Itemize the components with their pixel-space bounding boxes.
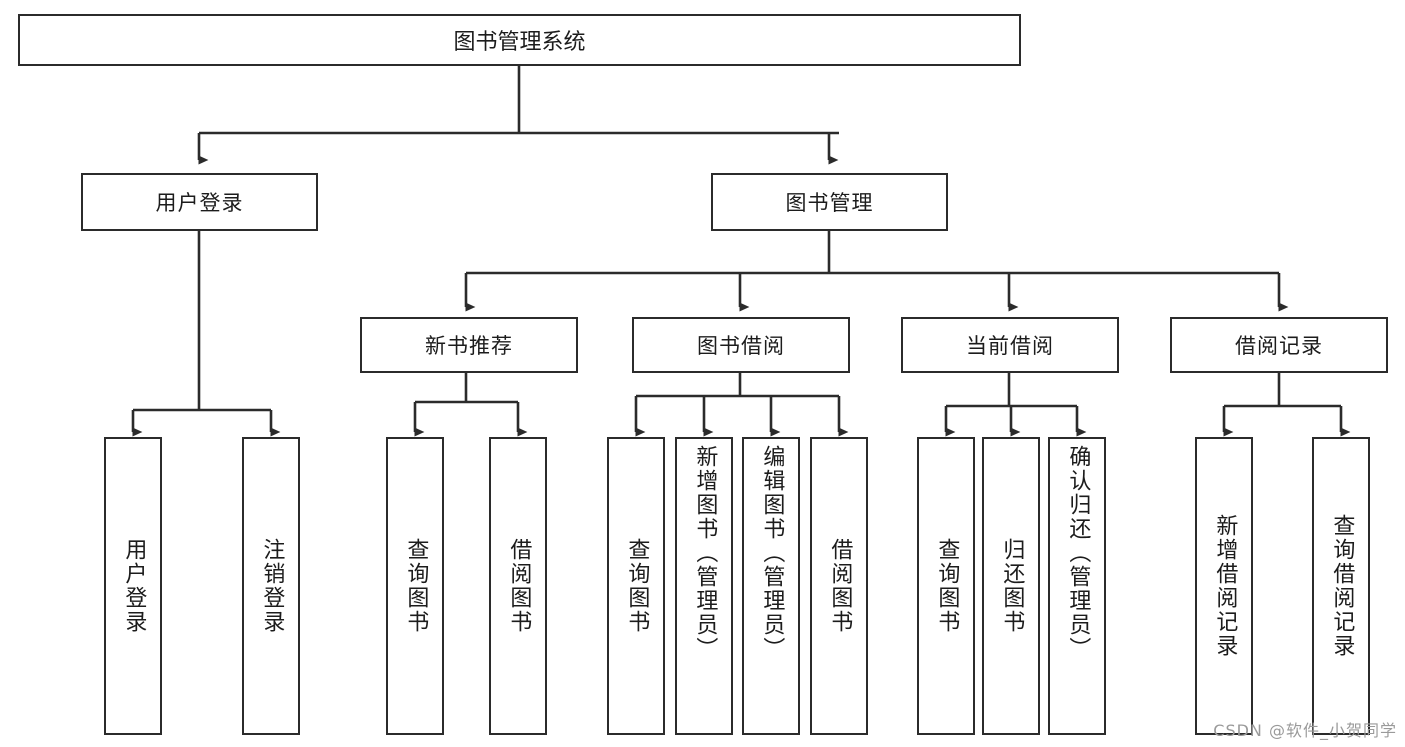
leaf-logout-login[interactable]: 注销登录: [242, 437, 300, 735]
node-book-management-label: 图书管理: [785, 191, 874, 215]
leaf-return-book[interactable]: 归还图书: [982, 437, 1040, 735]
leaf-borrow-book-borrow[interactable]: 借阅图书: [810, 437, 868, 735]
leaf-add-book-admin[interactable]: 新增图书（管理员）: [675, 437, 733, 735]
leaf-query-book-current[interactable]: 查询图书: [917, 437, 975, 735]
leaf-confirm-return-admin[interactable]: 确认归还（管理员）: [1048, 437, 1106, 735]
leaf-user-login[interactable]: 用户登录: [104, 437, 162, 735]
leaf-return-book-label: 归还图书: [999, 538, 1025, 634]
node-book-borrow-label: 图书借阅: [697, 334, 785, 358]
leaf-query-book-borrow-label: 查询图书: [624, 538, 650, 634]
node-root[interactable]: 图书管理系统: [18, 14, 1021, 66]
leaf-query-borrow-record[interactable]: 查询借阅记录: [1312, 437, 1370, 735]
leaf-user-login-label: 用户登录: [121, 538, 147, 634]
leaf-borrow-book-borrow-label: 借阅图书: [827, 538, 853, 634]
node-borrow-record-label: 借阅记录: [1235, 334, 1323, 358]
leaf-query-book-recommend[interactable]: 查询图书: [386, 437, 444, 735]
node-current-borrow-label: 当前借阅: [966, 334, 1054, 358]
leaf-edit-book-admin-label: 编辑图书（管理员）: [759, 445, 785, 661]
leaf-add-book-admin-label: 新增图书（管理员）: [692, 445, 718, 661]
node-new-book-recommend-label: 新书推荐: [425, 334, 513, 358]
node-user-login-label: 用户登录: [155, 191, 244, 215]
leaf-query-book-recommend-label: 查询图书: [403, 538, 429, 634]
node-root-label: 图书管理系统: [453, 30, 586, 55]
node-book-borrow[interactable]: 图书借阅: [632, 317, 850, 373]
leaf-query-book-current-label: 查询图书: [934, 538, 960, 634]
leaf-logout-login-label: 注销登录: [259, 538, 285, 634]
leaf-query-borrow-record-label: 查询借阅记录: [1329, 514, 1355, 658]
leaf-query-book-borrow[interactable]: 查询图书: [607, 437, 665, 735]
leaf-add-borrow-record-label: 新增借阅记录: [1212, 514, 1238, 658]
watermark-text: CSDN @软件_小贺同学: [1213, 721, 1397, 740]
node-user-login[interactable]: 用户登录: [81, 173, 318, 231]
leaf-borrow-book-recommend-label: 借阅图书: [506, 538, 532, 634]
node-borrow-record[interactable]: 借阅记录: [1170, 317, 1388, 373]
node-new-book-recommend[interactable]: 新书推荐: [360, 317, 578, 373]
leaf-add-borrow-record[interactable]: 新增借阅记录: [1195, 437, 1253, 735]
leaf-edit-book-admin[interactable]: 编辑图书（管理员）: [742, 437, 800, 735]
leaf-confirm-return-admin-label: 确认归还（管理员）: [1065, 445, 1091, 661]
node-current-borrow[interactable]: 当前借阅: [901, 317, 1119, 373]
node-book-management[interactable]: 图书管理: [711, 173, 948, 231]
leaf-borrow-book-recommend[interactable]: 借阅图书: [489, 437, 547, 735]
